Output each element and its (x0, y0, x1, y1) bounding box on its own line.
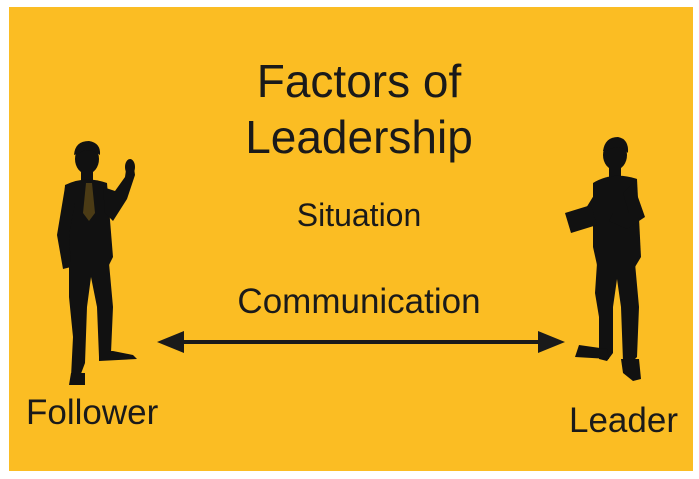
situation-label: Situation (296, 197, 422, 233)
leader-label: Leader (569, 401, 678, 440)
follower-label: Follower (26, 393, 159, 432)
follower-silhouette-icon (57, 141, 137, 385)
title-line-1: Factors of (256, 55, 462, 107)
title-line-2: Leadership (245, 111, 473, 163)
diagram-title: Factors of Leadership (169, 53, 549, 165)
double-arrow-icon (157, 331, 565, 353)
diagram-panel: Factors of Leadership Situation Communic… (9, 7, 693, 471)
communication-label: Communication (237, 282, 481, 321)
leader-silhouette-icon (565, 137, 645, 381)
diagram-graphics (57, 137, 645, 385)
